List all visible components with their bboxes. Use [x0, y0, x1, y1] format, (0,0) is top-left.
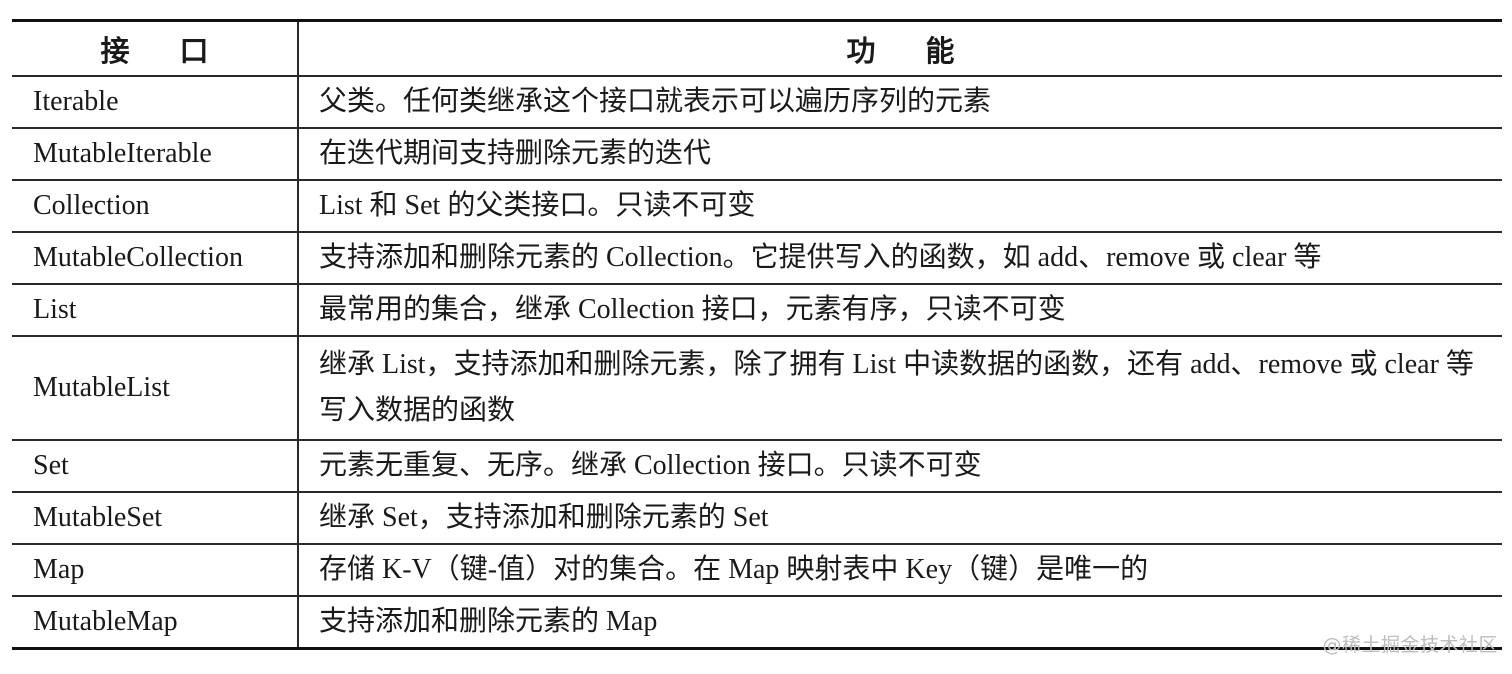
interface-description: 支持添加和删除元素的 Collection。它提供写入的函数，如 add、rem…: [298, 232, 1502, 285]
interface-description: List 和 Set 的父类接口。只读不可变: [298, 180, 1502, 233]
interface-name: Collection: [12, 180, 299, 233]
table-header-row: 接口 功能: [12, 20, 1502, 77]
interface-description: 继承 Set，支持添加和删除元素的 Set: [298, 492, 1502, 545]
interface-description: 存储 K-V（键-值）对的集合。在 Map 映射表中 Key（键）是唯一的: [298, 544, 1502, 597]
interface-name: MutableCollection: [12, 232, 299, 285]
collections-interface-table-container: 接口 功能 Iterable 父类。任何类继承这个接口就表示可以遍历序列的元素 …: [12, 19, 1502, 650]
interface-name: Set: [12, 440, 299, 493]
header-interface: 接口: [12, 20, 299, 77]
table-row: MutableMap 支持添加和删除元素的 Map: [12, 596, 1502, 649]
interface-description: 元素无重复、无序。继承 Collection 接口。只读不可变: [298, 440, 1502, 493]
interface-name: Map: [12, 544, 299, 597]
table-row: MutableList 继承 List，支持添加和删除元素，除了拥有 List …: [12, 336, 1502, 441]
interface-name: MutableIterable: [12, 128, 299, 181]
header-function-char-2: 能: [925, 33, 955, 68]
interface-description: 支持添加和删除元素的 Map: [319, 606, 658, 637]
table-row: MutableIterable 在迭代期间支持删除元素的迭代: [12, 128, 1502, 181]
interface-description: 在迭代期间支持删除元素的迭代: [298, 128, 1502, 181]
header-interface-char-1: 接: [100, 33, 130, 68]
header-function: 功能: [298, 20, 1502, 77]
collections-interface-table: 接口 功能 Iterable 父类。任何类继承这个接口就表示可以遍历序列的元素 …: [12, 19, 1502, 650]
table-row: MutableCollection 支持添加和删除元素的 Collection。…: [12, 232, 1502, 285]
interface-description: 父类。任何类继承这个接口就表示可以遍历序列的元素: [298, 76, 1502, 129]
header-function-char-1: 功: [846, 33, 876, 68]
interface-name: MutableMap: [12, 596, 299, 649]
interface-name: List: [12, 284, 299, 337]
table-row: Map 存储 K-V（键-值）对的集合。在 Map 映射表中 Key（键）是唯一…: [12, 544, 1502, 597]
table-row: List 最常用的集合，继承 Collection 接口，元素有序，只读不可变: [12, 284, 1502, 337]
watermark: @稀土掘金技术社区: [1322, 634, 1498, 656]
interface-description: 继承 List，支持添加和删除元素，除了拥有 List 中读数据的函数，还有 a…: [298, 336, 1502, 441]
table-row: Set 元素无重复、无序。继承 Collection 接口。只读不可变: [12, 440, 1502, 493]
table-row: Collection List 和 Set 的父类接口。只读不可变: [12, 180, 1502, 233]
interface-name: MutableList: [12, 336, 299, 441]
table-row: Iterable 父类。任何类继承这个接口就表示可以遍历序列的元素: [12, 76, 1502, 129]
header-interface-char-2: 口: [179, 33, 209, 68]
interface-name: MutableSet: [12, 492, 299, 545]
table-row: MutableSet 继承 Set，支持添加和删除元素的 Set: [12, 492, 1502, 545]
interface-description: 最常用的集合，继承 Collection 接口，元素有序，只读不可变: [298, 284, 1502, 337]
interface-name: Iterable: [12, 76, 299, 129]
